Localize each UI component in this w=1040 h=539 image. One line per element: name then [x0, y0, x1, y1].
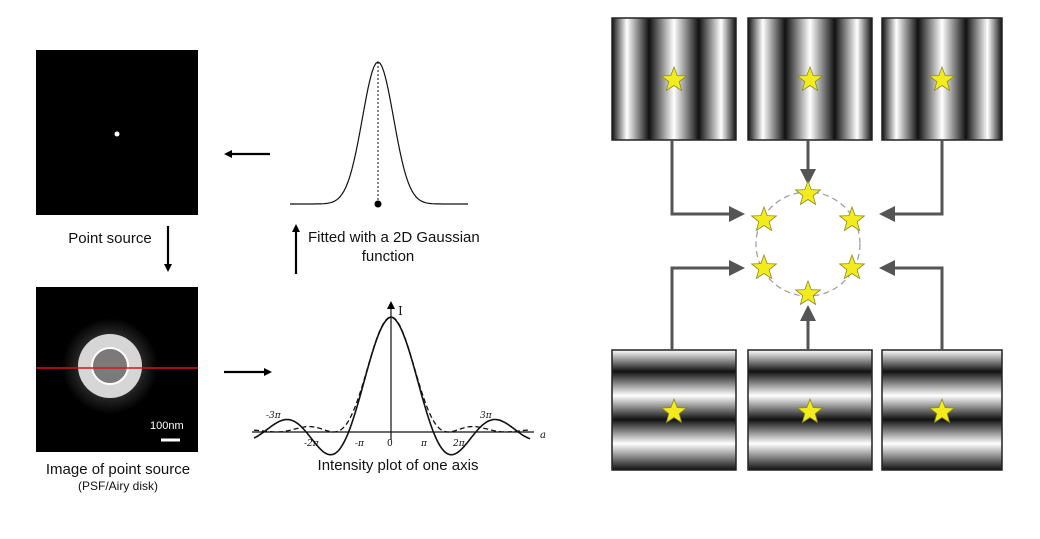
image-of-point-source-label: Image of point source — [45, 461, 191, 478]
gaussian-center-point — [374, 200, 382, 208]
scale-bar-label: 100nm — [150, 420, 184, 432]
gaussian-label-line2: function — [361, 248, 415, 265]
psf-airy-label: (PSF/Airy disk) — [77, 479, 158, 493]
star-icon — [796, 65, 824, 92]
arrow-icon — [670, 140, 745, 222]
arrow-icon — [879, 140, 944, 222]
star-icon — [928, 65, 956, 92]
star-icon — [750, 205, 778, 232]
star-icon — [928, 397, 956, 424]
gaussian-curve-group — [290, 61, 468, 208]
star-icon — [838, 205, 866, 232]
star-icon — [794, 279, 822, 306]
tick-label: π — [420, 439, 428, 449]
star-icon — [794, 179, 822, 206]
intensity-y-label: I — [398, 304, 403, 318]
tick-label: -π — [355, 439, 365, 449]
tick-label: 3π — [480, 411, 493, 421]
intensity-plot-label: Intensity plot of one axis — [317, 457, 479, 474]
tick-label: -2π — [304, 439, 320, 449]
intensity-solid-curve — [253, 316, 531, 456]
intensity-plot: I a -3π -2π -π 0 π 2π 3π — [252, 301, 546, 456]
airy-inner-ring — [91, 347, 129, 385]
star-icon — [838, 253, 866, 280]
arrow-icon — [670, 260, 745, 350]
intensity-dashed-curve — [253, 316, 531, 433]
star-group — [660, 65, 956, 424]
tick-label: -3π — [266, 411, 282, 421]
point-source-label: Point source — [68, 230, 152, 247]
illumination-patterns — [611, 17, 1003, 471]
gaussian-curve — [290, 61, 468, 205]
gaussian-label-line1: Fitted with a 2D Gaussian — [308, 229, 480, 246]
tick-label: 0 — [387, 439, 393, 449]
arrow-icon — [879, 260, 944, 350]
star-icon — [796, 397, 824, 424]
point-source-dot — [114, 131, 120, 137]
tick-label: 2π — [452, 439, 466, 449]
star-icon — [660, 65, 688, 92]
star-icon — [750, 253, 778, 280]
intensity-x-label: a — [540, 430, 546, 441]
star-icon — [660, 397, 688, 424]
